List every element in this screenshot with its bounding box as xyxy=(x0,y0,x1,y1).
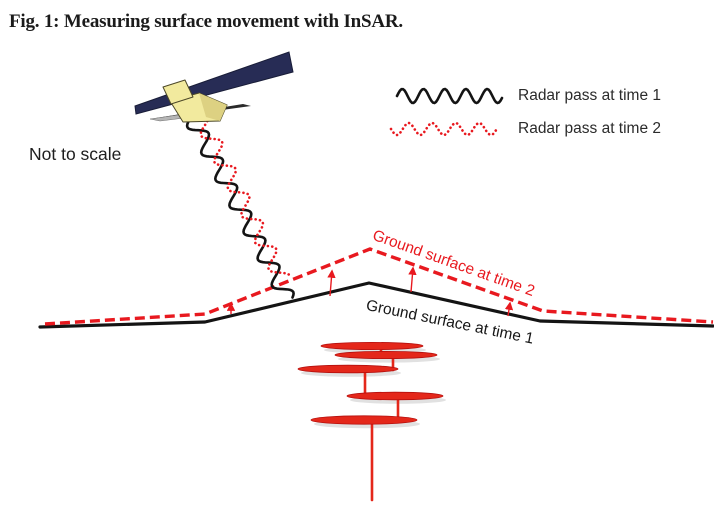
radar-beam-time1-wave xyxy=(185,115,295,299)
satellite-body-shade xyxy=(199,93,227,121)
legend-wave-time2 xyxy=(389,121,498,137)
magma-intrusion-icon xyxy=(297,341,446,502)
figure-title: Fig. 1: Measuring surface movement with … xyxy=(9,11,403,32)
uplift-arrows xyxy=(226,266,514,317)
not-to-scale-note: Not to scale xyxy=(29,144,122,164)
legend-label-radar-time2: Radar pass at time 2 xyxy=(518,120,662,137)
radar-beam-time2-wave xyxy=(196,110,292,277)
satellite-icon xyxy=(134,51,294,123)
legend-label-radar-time1: Radar pass at time 1 xyxy=(518,87,662,104)
ground-surface-time1-line xyxy=(38,281,714,329)
ground-surface-time2-line xyxy=(44,247,714,326)
satellite-body-upper xyxy=(162,79,194,105)
legend-wave-time1 xyxy=(395,87,504,105)
